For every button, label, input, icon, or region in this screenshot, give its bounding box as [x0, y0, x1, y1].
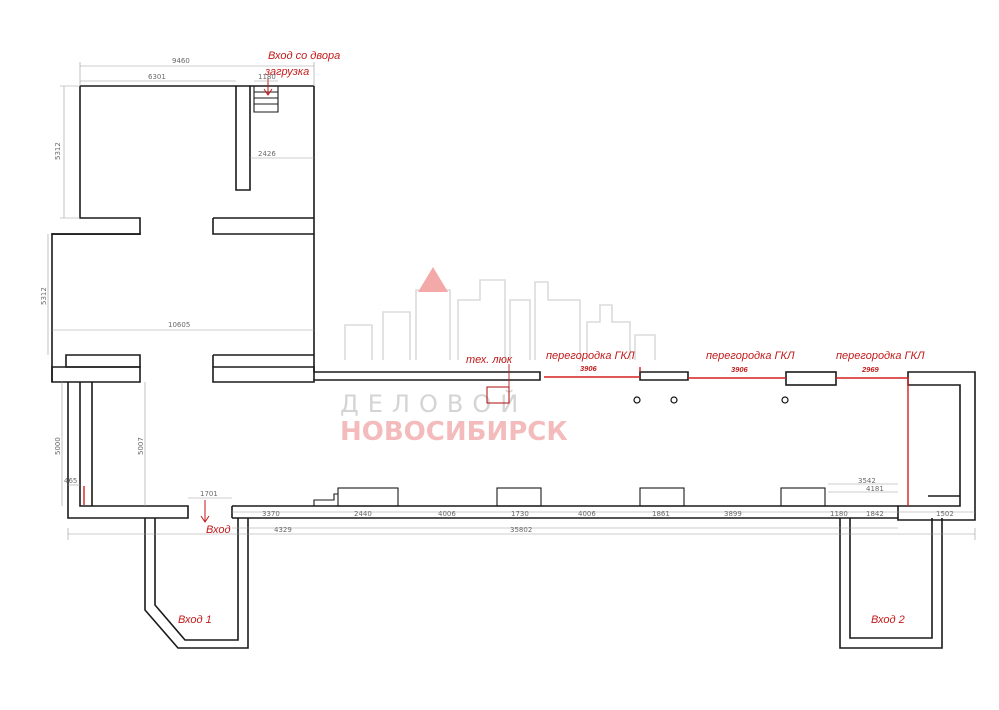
tech-hatch-box: [486, 386, 510, 404]
label-entry-small: Вход: [206, 524, 231, 536]
dim-1502: 1502: [936, 510, 954, 518]
pipe-icon-1: [633, 396, 641, 404]
dim-4181: 4181: [866, 485, 884, 493]
label-entry-yard: Вход со двора: [268, 50, 340, 62]
stairs: [253, 86, 279, 113]
wall-corridor-top: [212, 366, 541, 383]
dim-2426: 2426: [258, 150, 276, 158]
dim-10605: 10605: [168, 321, 190, 329]
dim-3370: 3370: [262, 510, 280, 518]
dim-5312-top: 5312: [54, 142, 62, 160]
dim-5007: 5007: [137, 437, 145, 455]
dim-1842: 1842: [866, 510, 884, 518]
partitions: [83, 78, 909, 523]
partition-dim-3: 2969: [861, 365, 880, 374]
dim-465: 465: [64, 477, 77, 485]
wall-stub-right-top: [212, 217, 314, 235]
wall-stub-right-bottom: [212, 354, 314, 367]
wall-entry-1: [144, 518, 249, 649]
partition-dim-1: 3906: [580, 364, 598, 373]
wall-corridor-top-mid: [639, 371, 689, 381]
dim-1701: 1701: [200, 490, 218, 498]
window-3: [639, 487, 685, 507]
window-4: [780, 487, 826, 507]
dim-2440: 2440: [354, 510, 372, 518]
partition-dim-2: 3906: [731, 365, 749, 374]
dim-9460: 9460: [172, 57, 190, 65]
dim-1861: 1861: [652, 510, 670, 518]
dim-1730: 1730: [511, 510, 529, 518]
wall-upper-room: [51, 85, 315, 382]
dim-5312-mid: 5312: [40, 287, 48, 305]
wall-entry-2: [839, 518, 943, 649]
dim-35802: 35802: [510, 526, 532, 534]
dim-4006-b: 4006: [578, 510, 596, 518]
dim-4006-a: 4006: [438, 510, 456, 518]
dim-3899: 3899: [724, 510, 742, 518]
entry-arrow-icon: [200, 500, 210, 523]
label-hatch: тех. люк: [466, 354, 513, 366]
watermark-skyline: [344, 279, 656, 360]
label-partition-1: перегородка ГКЛ: [546, 350, 635, 362]
label-partition-3: перегородка ГКЛ: [836, 350, 925, 362]
pipe-icon-2: [670, 396, 678, 404]
walls: [51, 85, 976, 649]
label-entry-2: Вход 2: [871, 614, 905, 626]
wall-segment-column: [785, 371, 837, 386]
dimension-lines: [47, 62, 976, 540]
step-left: [313, 493, 338, 506]
dim-1180-bottom: 1180: [830, 510, 848, 518]
watermark: ДЕЛОВОЙ НОВОСИБИРСК: [340, 267, 656, 447]
dim-3542: 3542: [858, 477, 876, 485]
entry-yard-arrow-icon: [263, 78, 273, 96]
dim-6301: 6301: [148, 73, 166, 81]
window-2: [496, 487, 542, 507]
watermark-line2: НОВОСИБИРСК: [340, 417, 568, 447]
partition-line-3: [836, 377, 909, 506]
pipe-icon-3: [781, 396, 789, 404]
watermark-roof-icon: [418, 267, 448, 292]
wall-lower-left: [51, 366, 189, 519]
dim-4329: 4329: [274, 526, 292, 534]
label-partition-2: перегородка ГКЛ: [706, 350, 795, 362]
dim-5000: 5000: [54, 437, 62, 455]
label-entry-1: Вход 1: [178, 614, 212, 626]
label-loading: загрузка: [264, 66, 309, 78]
window-1: [337, 487, 399, 507]
wall-stub-left-bottom: [65, 354, 141, 368]
dim-1180-top: 1180: [258, 73, 276, 81]
wall-right-room: [897, 371, 976, 521]
